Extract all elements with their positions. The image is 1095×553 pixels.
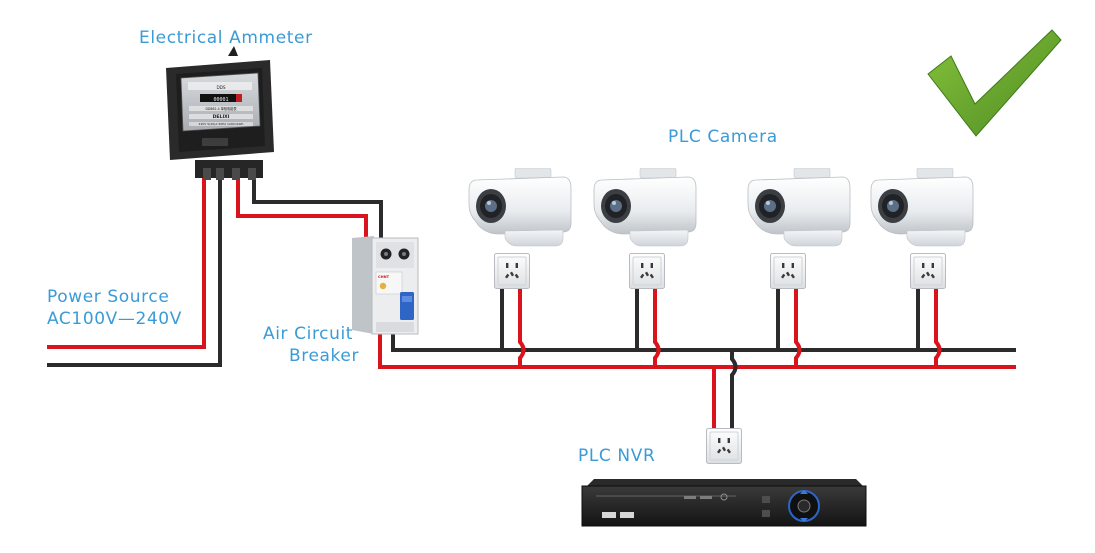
camera-icon xyxy=(468,168,572,247)
meter-specs: 220V 5(20)A 50Hz 1200r/kWh xyxy=(199,122,244,126)
ammeter-label: Electrical Ammeter xyxy=(139,28,313,48)
breaker-label-line1: Air Circuit xyxy=(263,324,354,344)
wall-socket-icon xyxy=(629,253,665,289)
camera-icon xyxy=(870,168,974,247)
nvr-icon xyxy=(581,479,867,527)
neutral-bus xyxy=(391,332,1016,352)
wiring xyxy=(47,178,1016,430)
meter-reading: 00001 xyxy=(213,97,228,103)
meter-model: DD862-4 单相电能表 xyxy=(205,106,237,111)
wall-socket-icon xyxy=(494,253,530,289)
breaker-icon: CHNT xyxy=(352,236,419,335)
wall-socket-icon xyxy=(706,428,742,464)
camera-label: PLC Camera xyxy=(668,127,778,147)
live-bus xyxy=(378,332,1016,369)
checkmark-icon xyxy=(927,29,1062,137)
power-source-label: Power Source xyxy=(47,287,170,307)
nvr-label: PLC NVR xyxy=(578,446,656,466)
ammeter-icon: DDS DD862-4 单相电能表 00001 DELIXI 220V 5(20… xyxy=(166,46,274,180)
neutral-wire-source xyxy=(47,178,222,367)
camera-icon xyxy=(593,168,697,247)
wall-socket-icon xyxy=(910,253,946,289)
neutral-wire-meter-out xyxy=(252,178,383,245)
breaker-brand: CHNT xyxy=(378,275,390,279)
camera-icon xyxy=(747,168,851,247)
power-voltage-label: AC100V—240V xyxy=(47,309,182,329)
live-wire-source xyxy=(47,178,206,349)
meter-maker: DELIXI xyxy=(213,114,230,120)
meter-brand: DDS xyxy=(216,85,225,90)
breaker-label-line2: Breaker xyxy=(289,346,360,366)
wall-socket-icon xyxy=(770,253,806,289)
live-wire-meter-out xyxy=(236,178,368,245)
